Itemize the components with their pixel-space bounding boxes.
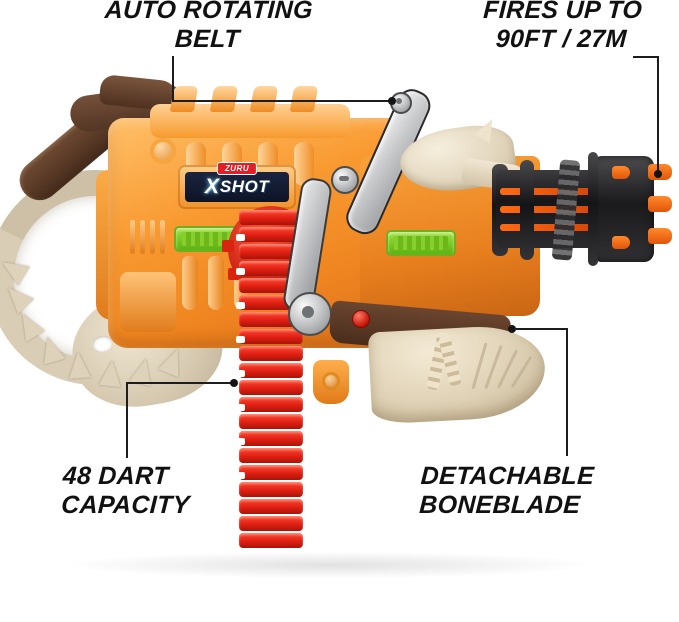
lower-body-block [120,272,176,332]
leader-dot-fires-up-to [654,170,662,178]
leader-line-auto-rotating-belt-v [172,56,174,102]
belt-notch [236,336,245,343]
dart-belt-segment [239,448,303,463]
belt-notch [236,404,245,411]
gear-tooth [222,240,234,252]
dart-belt-segment [239,499,303,514]
vent-slat [160,220,165,254]
vent-slat [130,220,135,254]
leader-line-fires-up-to-v [657,56,659,174]
zuru-badge: ZURU [216,162,258,175]
leader-line-detachable-boneblade-h [514,328,568,330]
body-port [150,138,176,164]
dart-tip [648,196,672,212]
leader-dot-auto-rotating-belt [388,97,396,105]
dart-belt-segment [239,244,303,259]
body-cylinder [294,142,314,186]
rail-bump [289,86,319,112]
drop-shadow [70,552,590,578]
blade-mount-slot [322,372,340,390]
dart-belt-segment [239,329,303,344]
dart-belt-segment [239,397,303,412]
lever-pivot-core [302,306,314,318]
green-accent-panel-right [386,230,456,256]
lever-pivot-core [396,98,402,104]
blaster-illustration: ZURU X SHOT [0,60,679,578]
top-rail [150,86,350,138]
dart-tip [612,236,630,249]
callout-detachable-boneblade: DETACHABLE BONEBLADE [418,462,595,519]
dart-belt-segment [239,346,303,361]
belt-notch [236,268,245,275]
belt-notch [236,370,245,377]
leader-line-dart-capacity-v [126,382,128,458]
lever-pivot-bottom [288,292,332,336]
leader-dot-dart-capacity [230,379,238,387]
callout-dart-capacity: 48 DART CAPACITY [60,462,191,519]
leader-line-dart-capacity-h [126,382,234,384]
saw-tooth [67,351,91,379]
xshot-wordmark: SHOT [219,177,270,196]
lever-pivot-core [339,176,349,181]
saw-tooth [98,358,124,388]
dart-belt-segment [239,312,303,327]
callout-auto-rotating-belt: AUTO ROTATING BELT [104,0,314,53]
leader-dot-detachable-boneblade [508,325,516,333]
dart-belt-segment [239,227,303,242]
grip-tube [208,256,224,310]
leader-line-fires-up-to-h [633,56,659,58]
barrel-ring [520,160,534,260]
dart-belt-segment [239,414,303,429]
lever-pivot-mid [331,166,359,194]
dart-belt-segment [239,533,303,548]
leader-line-detachable-boneblade-v [566,328,568,456]
dart-belt-segment [239,380,303,395]
dart-belt-segment [239,431,303,446]
belt-notch [236,438,245,445]
vent-slat [140,220,145,254]
leader-line-auto-rotating-belt-h [172,100,392,102]
callout-fires-up-to: FIRES UP TO 90FT / 27M [482,0,643,53]
dart-belt-segment [239,465,303,480]
xshot-x-glyph: X [204,175,219,198]
vent-slat [150,220,155,254]
brand-logo-plate: ZURU X SHOT [178,162,296,209]
belt-notch [236,234,245,241]
brand-logo-inner: ZURU X SHOT [185,162,289,202]
grip-tube [182,256,198,310]
belt-notch [236,472,245,479]
belt-notch [236,302,245,309]
rail-bump [209,86,239,112]
muzzle-ring [588,152,598,266]
dart-belt-segment [239,210,303,225]
dart-tip [648,228,672,244]
dart-belt-segment [239,363,303,378]
rail-bump [249,86,279,112]
dart-tip [612,166,630,179]
dart-belt-segment [239,482,303,497]
dart-belt-segment [239,516,303,531]
release-button [352,310,370,328]
